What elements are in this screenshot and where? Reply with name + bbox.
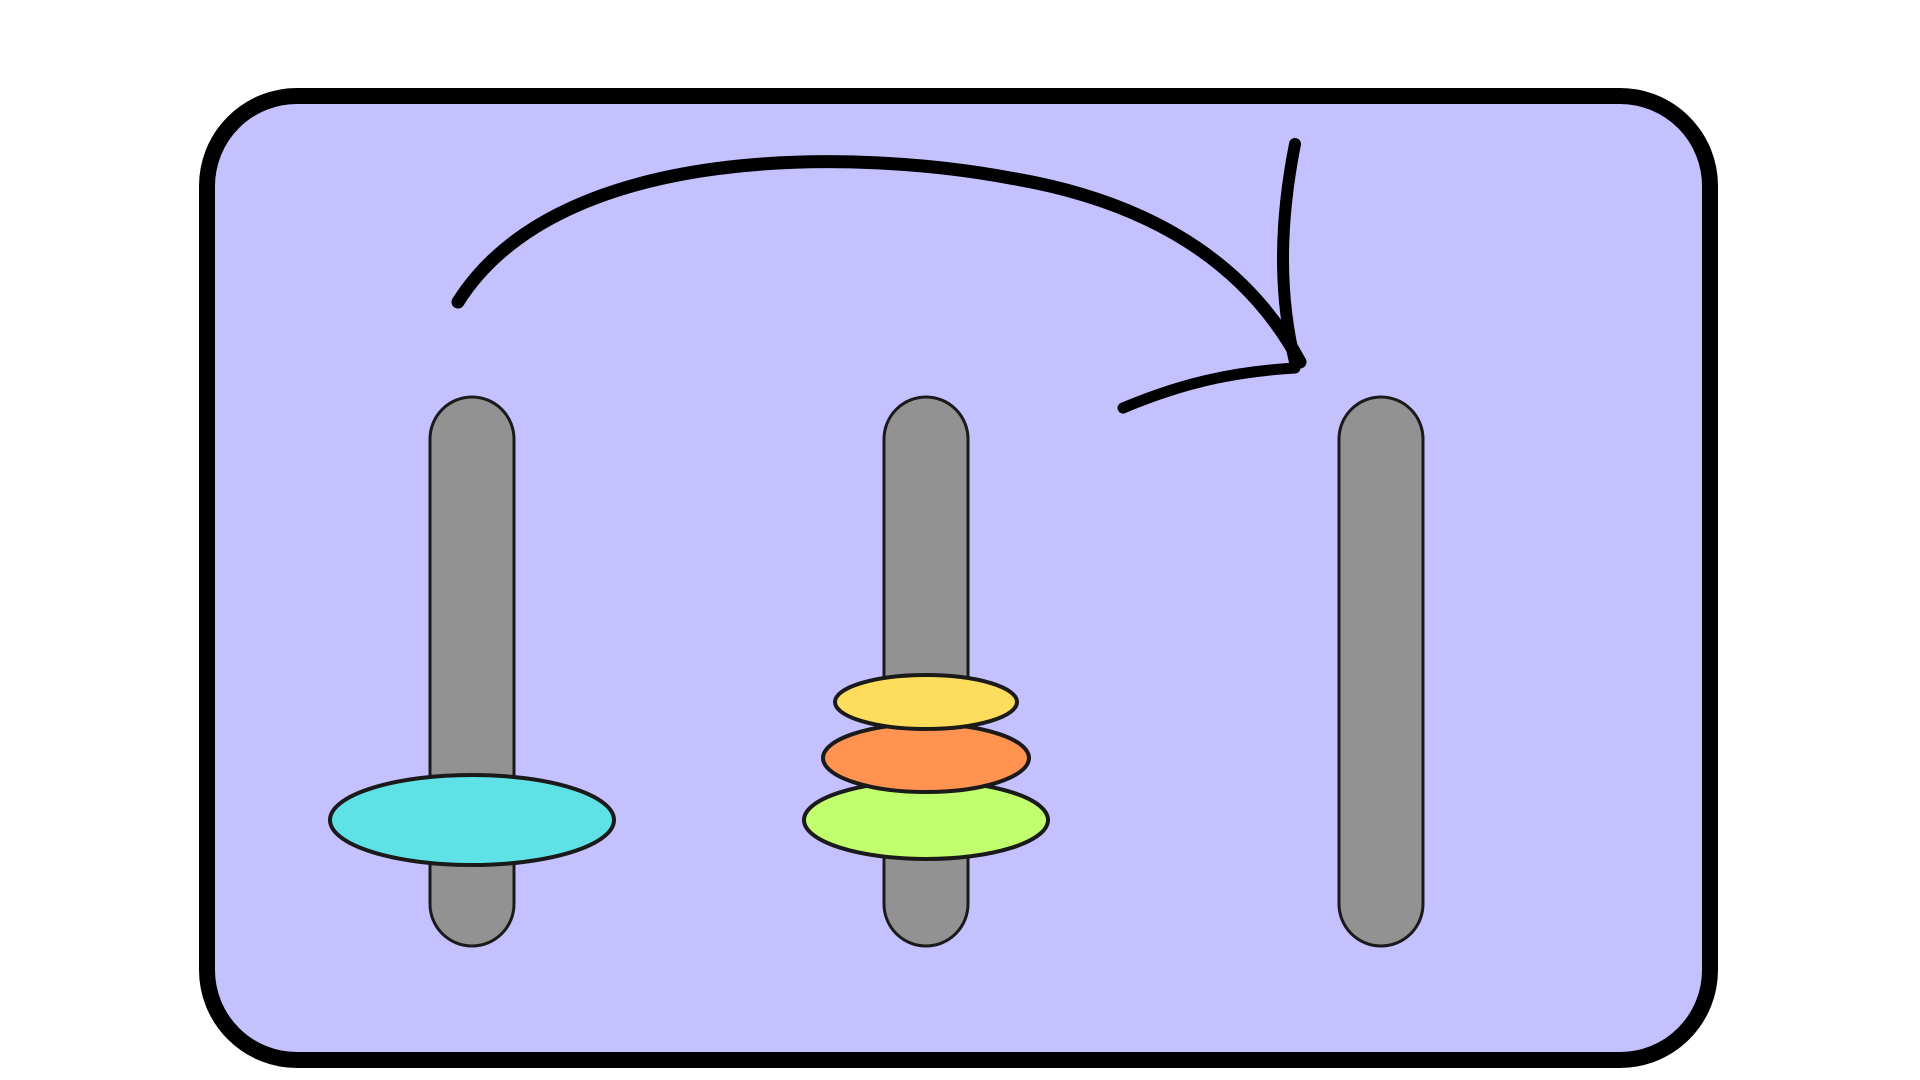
arrow-shaft: [451, 155, 1307, 369]
peg-1: [328, 395, 616, 948]
peg-rod: [882, 395, 970, 948]
peg-2: [802, 395, 1050, 948]
pegs-layer: [328, 395, 1425, 948]
disk-size-4: [328, 773, 616, 867]
peg-rod: [1337, 395, 1425, 948]
disk-size-1: [833, 673, 1019, 731]
peg-3: [1337, 395, 1425, 948]
curved-arrow-icon: [451, 138, 1307, 414]
disk-size-2: [821, 722, 1031, 794]
arrow-head-lower: [1117, 362, 1301, 414]
arrow-head-upper: [1277, 138, 1301, 368]
